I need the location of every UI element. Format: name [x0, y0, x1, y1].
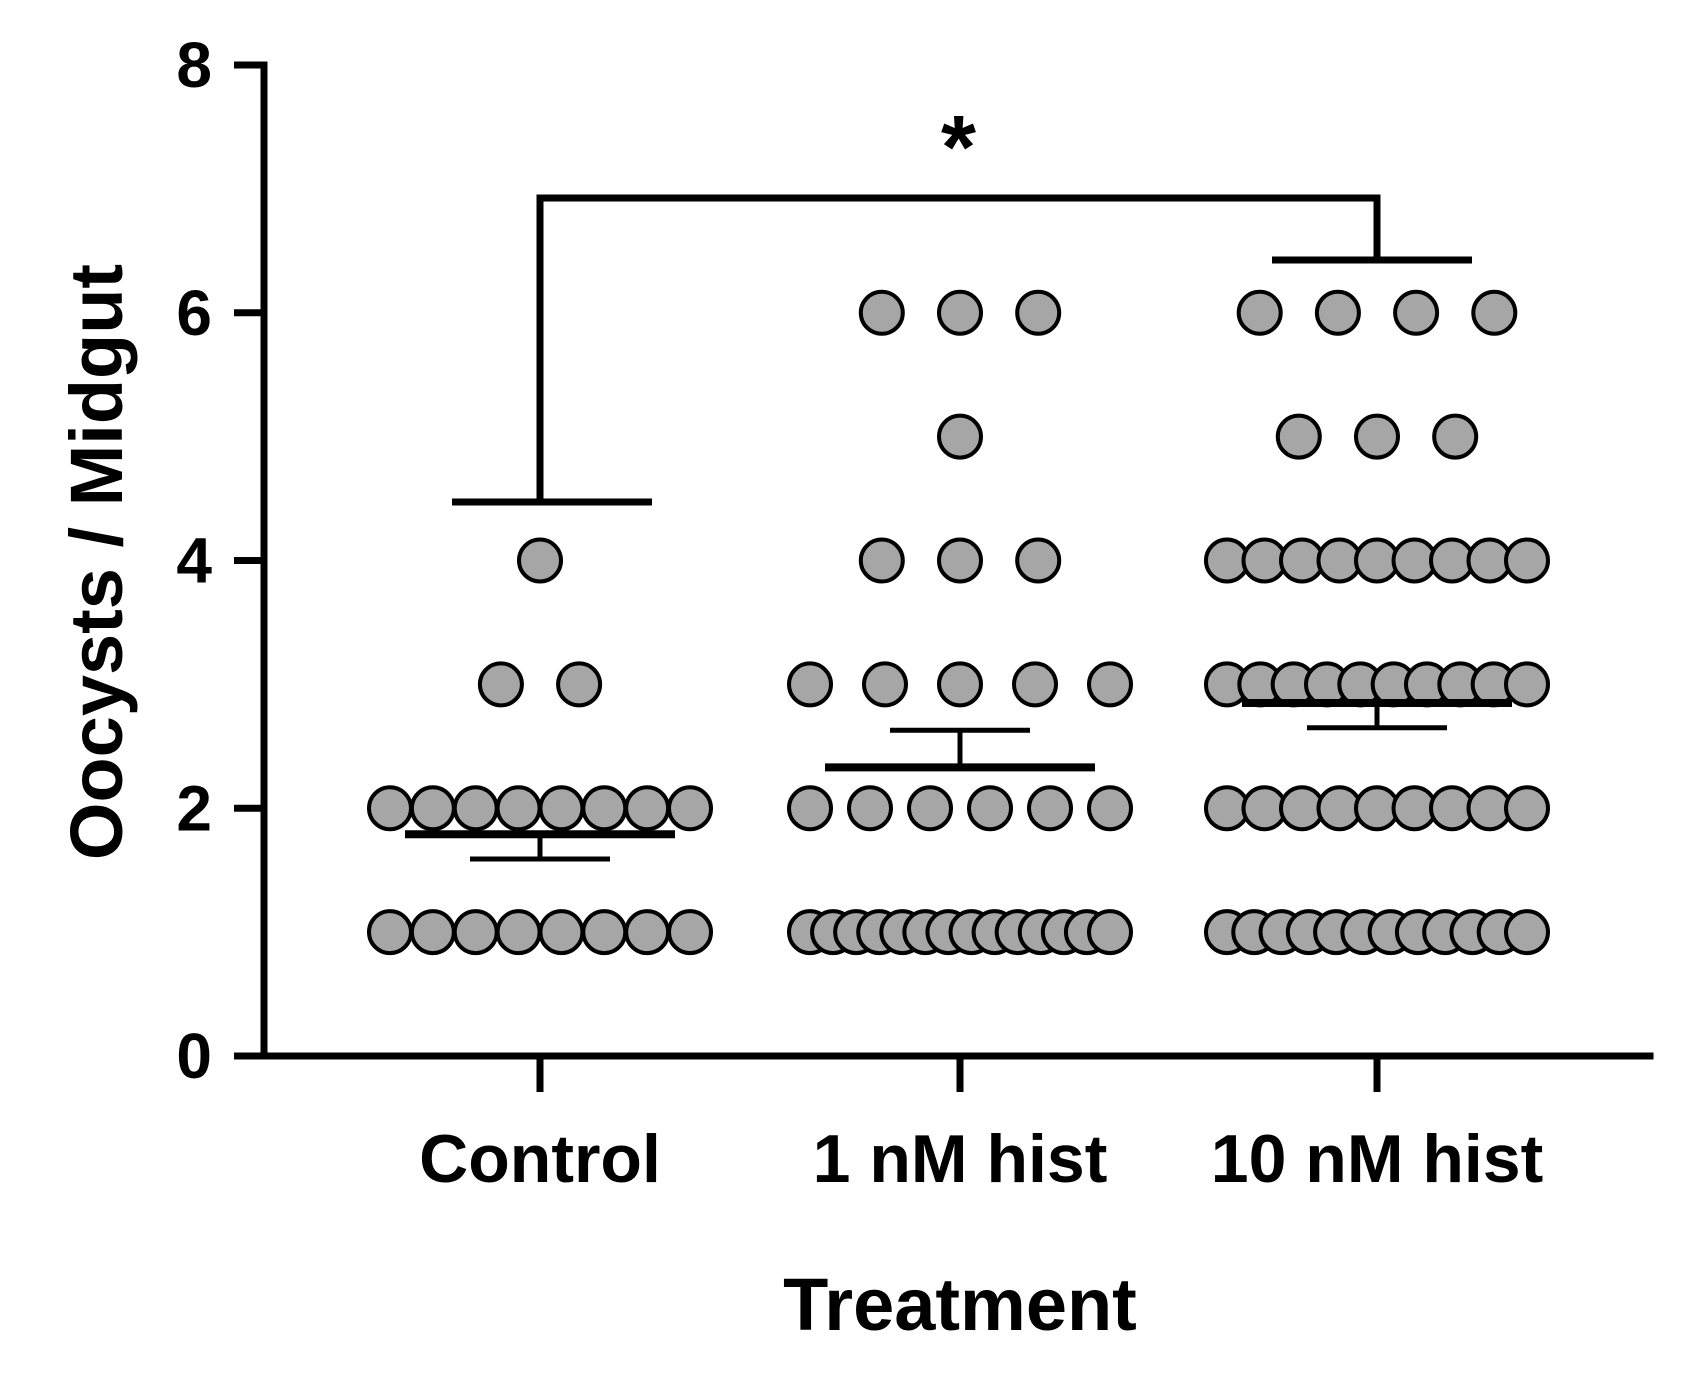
- x-tick-label-1: 1 nM hist: [813, 1121, 1108, 1197]
- data-point-1-2-3: [967, 785, 1013, 832]
- data-point-0-1-5: [581, 909, 628, 956]
- data-point-1-5-0: [937, 413, 983, 460]
- data-point-0-3-0: [477, 661, 524, 708]
- data-point-1-6-2: [1015, 289, 1062, 336]
- data-point-1-3-2: [937, 661, 983, 708]
- data-point-0-2-2: [452, 785, 499, 832]
- data-point-2-4-8: [1504, 537, 1550, 584]
- data-point-0-4-0: [517, 537, 563, 584]
- data-point-2-2-8: [1504, 785, 1550, 832]
- mean-sem-marks: [405, 698, 1512, 862]
- x-tick-label-0: Control: [419, 1121, 661, 1197]
- data-point-2-6-2: [1393, 289, 1440, 336]
- significance-label: *: [941, 98, 976, 198]
- data-point-0-1-0: [367, 909, 413, 956]
- data-point-1-3-1: [862, 661, 908, 708]
- y-tick-label-6: 6: [176, 277, 212, 349]
- data-point-1-2-1: [847, 785, 893, 832]
- y-tick-label-8: 8: [176, 29, 212, 101]
- y-axis-title: Oocysts / Midgut: [55, 264, 138, 860]
- bracket-line: [536, 194, 1381, 502]
- data-point-0-1-2: [452, 909, 499, 956]
- data-point-1-6-0: [858, 289, 905, 336]
- data-point-0-1-1: [409, 909, 456, 956]
- data-point-0-2-3: [495, 785, 542, 832]
- data-point-0-2-7: [667, 785, 713, 832]
- data-point-2-5-2: [1432, 413, 1479, 460]
- data-point-0-2-0: [367, 785, 413, 832]
- data-point-1-2-5: [1087, 785, 1133, 832]
- data-point-1-2-0: [787, 785, 833, 832]
- data-point-2-6-3: [1471, 289, 1518, 336]
- data-point-1-2-2: [907, 785, 953, 832]
- annotations: *: [452, 98, 1472, 506]
- x-tick-label-2: 10 nM hist: [1211, 1121, 1544, 1197]
- data-point-0-1-7: [667, 909, 713, 956]
- data-point-1-4-0: [858, 537, 905, 584]
- y-tick-label-4: 4: [176, 525, 212, 597]
- data-point-1-1-13: [1087, 909, 1133, 956]
- data-point-2-6-0: [1236, 289, 1283, 336]
- data-point-1-3-3: [1012, 661, 1058, 708]
- x-axis-title: Treatment: [783, 1263, 1137, 1346]
- data-point-2-1-11: [1504, 909, 1550, 956]
- data-point-2-6-1: [1314, 289, 1361, 336]
- data-point-1-2-4: [1027, 785, 1073, 832]
- data-point-0-1-3: [495, 909, 542, 956]
- data-point-0-2-1: [409, 785, 456, 832]
- data-point-2-5-1: [1354, 413, 1400, 460]
- y-tick-label-2: 2: [176, 772, 212, 844]
- data-point-1-4-1: [937, 537, 983, 584]
- data-point-2-5-0: [1275, 413, 1322, 460]
- data-point-0-1-6: [624, 909, 671, 956]
- data-point-0-2-6: [624, 785, 671, 832]
- data-point-0-2-4: [538, 785, 585, 832]
- data-point-0-3-1: [556, 661, 603, 708]
- y-tick-label-0: 0: [176, 1020, 212, 1092]
- data-point-1-4-2: [1015, 537, 1062, 584]
- data-point-1-3-0: [787, 661, 833, 708]
- data-marks: [367, 289, 1550, 956]
- data-point-2-3-9: [1504, 661, 1550, 708]
- data-point-1-3-4: [1087, 661, 1133, 708]
- data-point-0-2-5: [581, 785, 628, 832]
- data-point-1-6-1: [937, 289, 983, 336]
- data-point-0-1-4: [538, 909, 585, 956]
